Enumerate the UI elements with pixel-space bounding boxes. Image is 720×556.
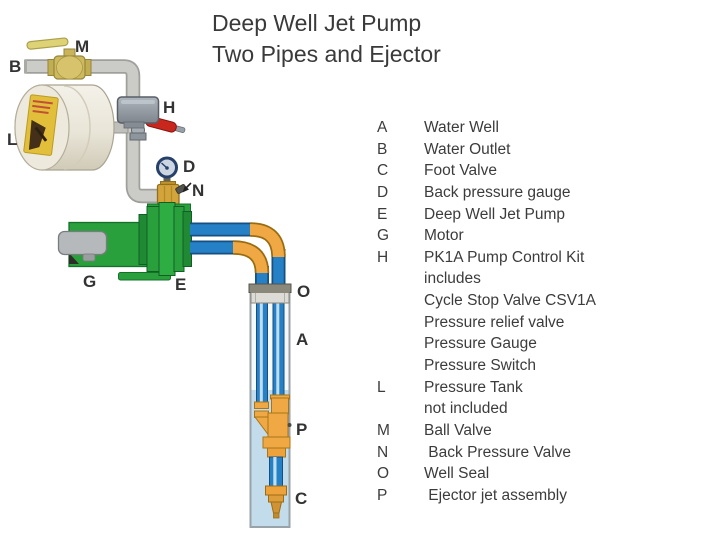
back-pressure-valve xyxy=(156,181,187,206)
legend-label: Pressure relief valve xyxy=(424,313,565,331)
marker-B: B xyxy=(9,57,21,76)
marker-O: O xyxy=(297,282,310,301)
legend-row: includes xyxy=(377,268,596,290)
marker-L: L xyxy=(7,130,17,149)
motor xyxy=(57,221,148,268)
legend-label: not included xyxy=(424,400,508,418)
legend-label: Water Outlet xyxy=(424,140,511,158)
back-pressure-gauge xyxy=(156,156,178,186)
legend-letter: E xyxy=(377,205,388,223)
legend-row: not included xyxy=(377,398,596,420)
legend-letter xyxy=(377,398,424,420)
marker-P: P xyxy=(296,420,307,439)
legend-letter xyxy=(377,333,424,355)
legend-row: L Pressure Tank xyxy=(377,377,596,399)
pump-control-kit xyxy=(116,96,186,141)
legend-label: Back Pressure Valve xyxy=(424,443,572,461)
pipe-elbow xyxy=(249,222,286,258)
legend-letter xyxy=(377,312,424,334)
marker-N: N xyxy=(192,181,204,200)
marker-E: E xyxy=(175,275,186,294)
legend-row: N Back Pressure Valve xyxy=(377,442,596,464)
legend-letter: H xyxy=(377,248,389,266)
legend-label: Motor xyxy=(424,227,464,245)
legend-letter xyxy=(377,290,424,312)
legend-label: Ejector jet assembly xyxy=(424,486,567,504)
legend-row: Pressure relief valve xyxy=(377,312,596,334)
arrow-icon xyxy=(182,182,192,193)
legend-label: Pressure Switch xyxy=(424,357,536,375)
legend-row: H PK1A Pump Control Kit xyxy=(377,247,596,269)
legend-row: O Well Seal xyxy=(377,463,596,485)
legend-label: Foot Valve xyxy=(424,162,497,180)
legend-letter: P xyxy=(377,486,388,504)
legend-label: Pressure Gauge xyxy=(424,335,537,353)
legend-label: PK1A Pump Control Kit xyxy=(424,248,585,266)
legend-row: Pressure Gauge xyxy=(377,333,596,355)
legend-letter: D xyxy=(377,183,389,201)
legend-row: C Foot Valve xyxy=(377,160,596,182)
legend-row: A Water Well xyxy=(377,117,596,139)
marker-C: C xyxy=(295,489,307,508)
ball-valve-handle xyxy=(26,37,69,50)
tank-label-sticker xyxy=(23,94,59,156)
motor-end-cap xyxy=(57,230,108,256)
legend-row: B Water Outlet xyxy=(377,139,596,161)
legend-letter xyxy=(377,268,424,290)
legend-row: G Motor xyxy=(377,225,596,247)
pump-out-pipes xyxy=(190,222,286,293)
legend-letter: N xyxy=(377,443,389,461)
title-line-2: Two Pipes and Ejector xyxy=(212,41,441,67)
ball-valve xyxy=(26,37,92,80)
jet-pump xyxy=(118,202,192,281)
legend-row: E Deep Well Jet Pump xyxy=(377,204,596,226)
legend-row: Cycle Stop Valve CSV1A xyxy=(377,290,596,312)
diagram-markers: B M L H D N G E O A P C xyxy=(7,37,310,508)
legend-letter: A xyxy=(377,119,388,136)
legend-label: Well Seal xyxy=(424,465,490,483)
legend-label: Back pressure gauge xyxy=(424,183,571,201)
well-seal xyxy=(248,283,292,304)
legend-letter: B xyxy=(377,140,388,158)
legend-row: P Ejector jet assembly xyxy=(377,485,596,507)
legend-label: Ball Valve xyxy=(424,421,492,439)
pump-diagram: B M L H D N G E O A P C xyxy=(7,37,310,528)
marker-H: H xyxy=(163,98,175,117)
legend-letter: O xyxy=(377,465,390,483)
foot-valve xyxy=(265,485,287,519)
title-line-1: Deep Well Jet Pump xyxy=(212,10,422,36)
legend-row: D Back pressure gauge xyxy=(377,182,596,204)
marker-A: A xyxy=(296,330,308,349)
marker-M: M xyxy=(75,37,89,56)
legend-label: Pressure Tank xyxy=(424,378,523,396)
marker-D: D xyxy=(183,157,195,176)
legend-letter: M xyxy=(377,421,390,439)
legend-letter: G xyxy=(377,227,390,245)
legend-label: Water Well xyxy=(424,119,499,136)
legend-label: includes xyxy=(424,270,481,288)
legend-row: Pressure Switch xyxy=(377,355,596,377)
legend-letter xyxy=(377,355,424,377)
marker-G: G xyxy=(83,272,96,291)
legend-label: Deep Well Jet Pump xyxy=(424,205,565,223)
legend-letter: C xyxy=(377,162,389,180)
pressure-tank xyxy=(14,84,115,171)
legend-row: M Ball Valve xyxy=(377,420,596,442)
page-title: Deep Well Jet Pump Two Pipes and Ejector xyxy=(212,8,441,70)
legend-label: Cycle Stop Valve CSV1A xyxy=(424,292,597,310)
legend: A Water Well B Water Outlet C Foot Valve D B… xyxy=(377,117,596,507)
legend-letter: L xyxy=(377,378,386,396)
pipe-open-end xyxy=(24,59,27,74)
pipe-elbow xyxy=(232,240,270,274)
